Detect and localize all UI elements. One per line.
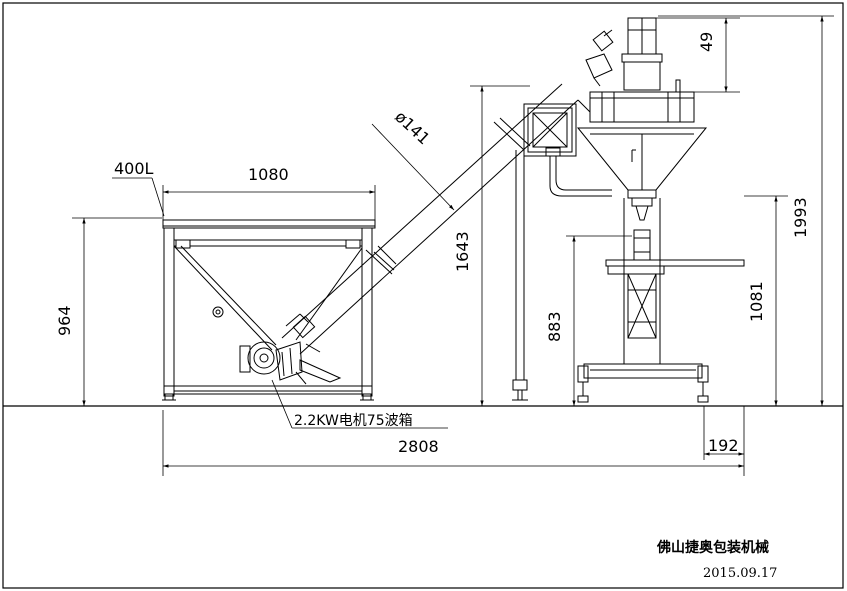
- hopper-width-dimension: 1080: [248, 165, 289, 184]
- filling-machine: [576, 17, 745, 403]
- motor-gearbox-label: 2.2KW电机75波箱: [294, 413, 413, 429]
- conveyor-support: [493, 117, 531, 401]
- dimension-lines: [72, 15, 834, 476]
- right-offset-dimension: 192: [708, 436, 739, 455]
- overall-height-dimension: 1993: [791, 197, 810, 238]
- drawing-date: 2015.09.17: [703, 566, 777, 581]
- hopper-height-dimension: 964: [55, 305, 74, 336]
- post-height-dimension: 883: [545, 311, 564, 342]
- motor-offset-dimension: 49: [697, 32, 716, 52]
- total-length-dimension: 2808: [398, 437, 439, 456]
- screw-diameter-dimension: ø141: [391, 107, 433, 148]
- table-height-dimension: 1081: [747, 281, 766, 322]
- conveyor-height-dimension: 1643: [453, 231, 472, 272]
- screw-conveyor: [281, 29, 614, 355]
- hopper-volume-label: 400L: [114, 159, 154, 178]
- connection-pipe: [545, 147, 612, 197]
- hopper: [162, 219, 376, 401]
- motor-gearbox: [239, 341, 342, 385]
- company-name: 佛山捷奥包装机械: [656, 539, 769, 556]
